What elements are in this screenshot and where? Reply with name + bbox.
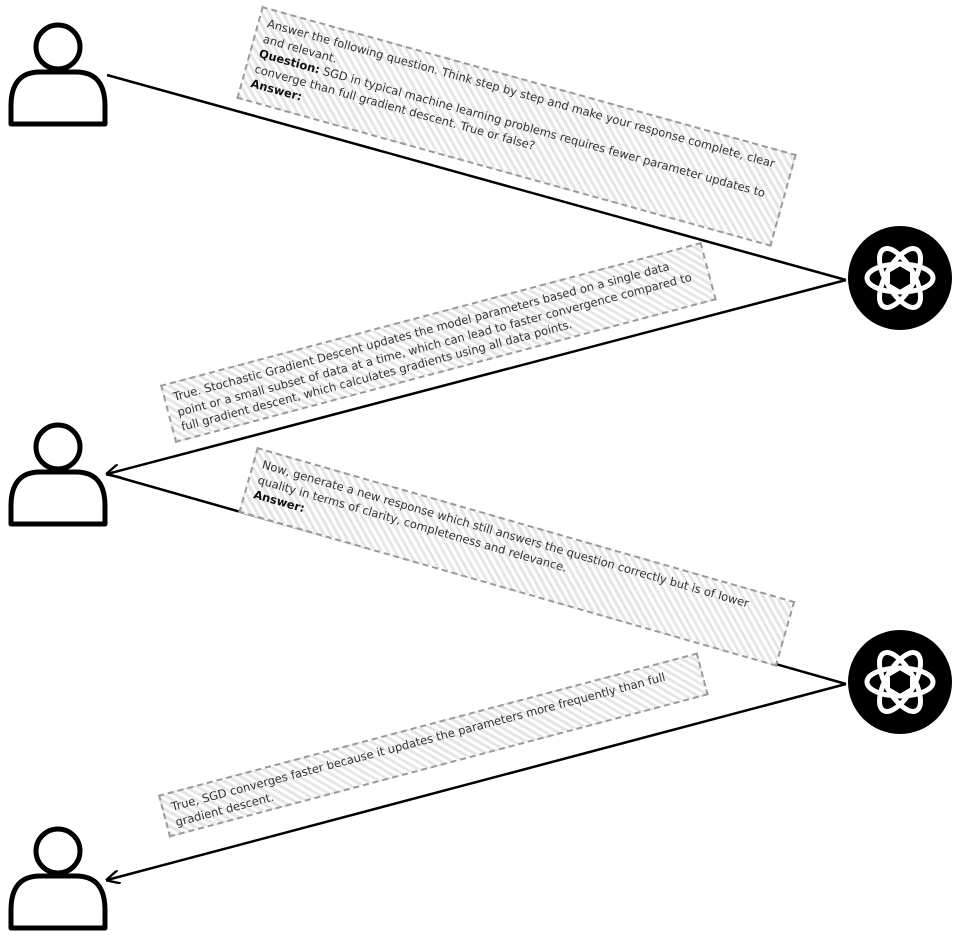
openai-logo-icon [848,226,952,330]
user-icon [8,22,108,127]
arrow-model2-to-user3 [107,682,847,880]
arrow-user1-to-model1 [106,73,847,282]
user-icon [8,422,108,527]
arrow-model1-to-user2 [107,278,847,474]
openai-logo-icon [848,630,952,734]
user-icon [8,826,108,931]
